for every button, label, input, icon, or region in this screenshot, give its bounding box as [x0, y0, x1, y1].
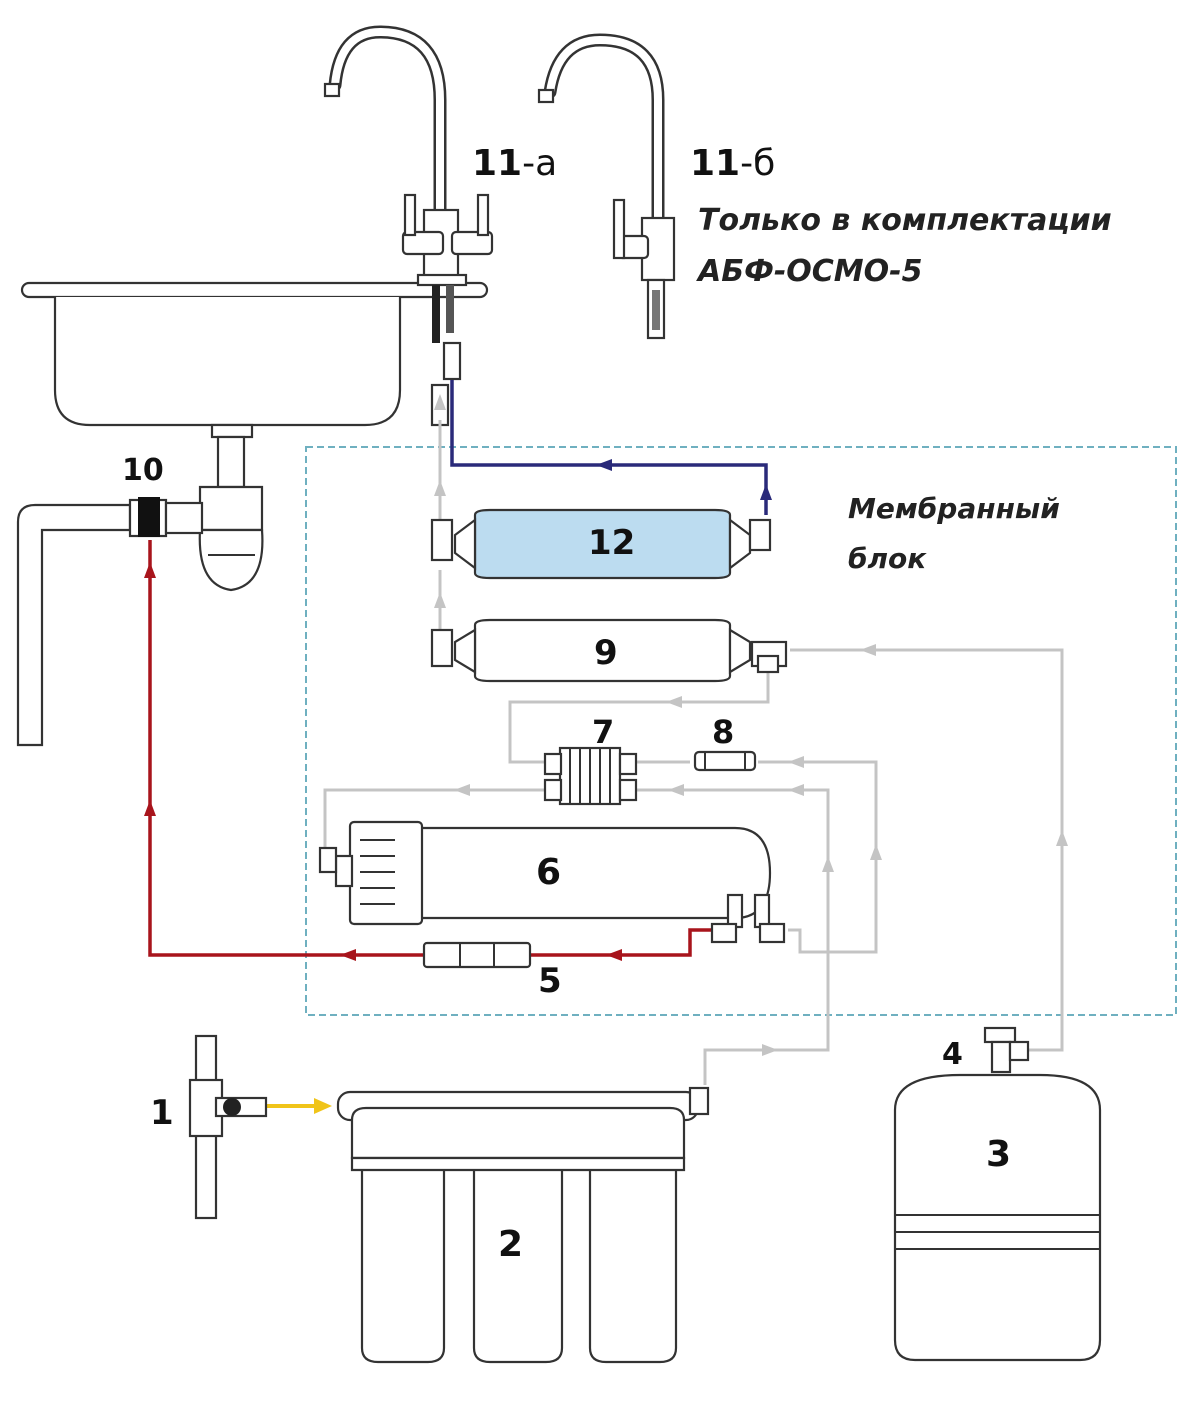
drain-arrow-3: [144, 800, 156, 816]
label-12: 12: [588, 523, 635, 563]
drain-arrow-2: [340, 949, 356, 961]
membrane-housing-6: [318, 820, 786, 944]
label-5: 5: [538, 961, 562, 1001]
label-8: 8: [712, 713, 734, 751]
membrane-block-title-1: Мембранный: [848, 492, 1060, 525]
faucet-11b: [537, 33, 676, 340]
drain-pipe: [16, 497, 204, 747]
faucet-11a: [323, 25, 494, 427]
sink: [20, 281, 489, 592]
drain-arrow-4: [144, 562, 156, 578]
raw-water-arrow: [314, 1098, 332, 1114]
flow-restrictor-8: [693, 750, 757, 772]
label-10: 10: [122, 453, 164, 488]
tank-valve-4: [983, 1026, 1030, 1074]
label-11b: 11-б: [690, 143, 775, 184]
clean-arrow-2: [596, 459, 612, 471]
label-1: 1: [150, 1093, 174, 1133]
filter-9: [430, 618, 788, 683]
label-2: 2: [498, 1224, 523, 1265]
storage-tank-3: [893, 1073, 1102, 1362]
label-6: 6: [536, 852, 561, 893]
kit-model-note: АБФ-ОСМО-5: [696, 254, 923, 289]
post-filter-12: [430, 508, 772, 580]
drain-restrictor-5: [422, 941, 532, 969]
grey-arrows: [434, 394, 1068, 1056]
drain-arrow-1: [606, 949, 622, 961]
clean-arrow-1: [760, 484, 772, 500]
valve-7: [543, 746, 638, 806]
label-4: 4: [942, 1037, 963, 1072]
label-11a: 11-а: [472, 143, 557, 184]
label-9: 9: [594, 633, 618, 673]
inlet-valve-1: [188, 1034, 268, 1220]
label-7: 7: [592, 713, 614, 751]
prefilter-housings-2: [336, 1086, 710, 1364]
drain-clamp: [138, 497, 160, 537]
membrane-block-title-2: блок: [848, 542, 927, 575]
membrane-block-frame: [305, 446, 1177, 1016]
label-3: 3: [986, 1134, 1011, 1175]
only-in-kit-note: Только в комплектации: [698, 203, 1112, 238]
